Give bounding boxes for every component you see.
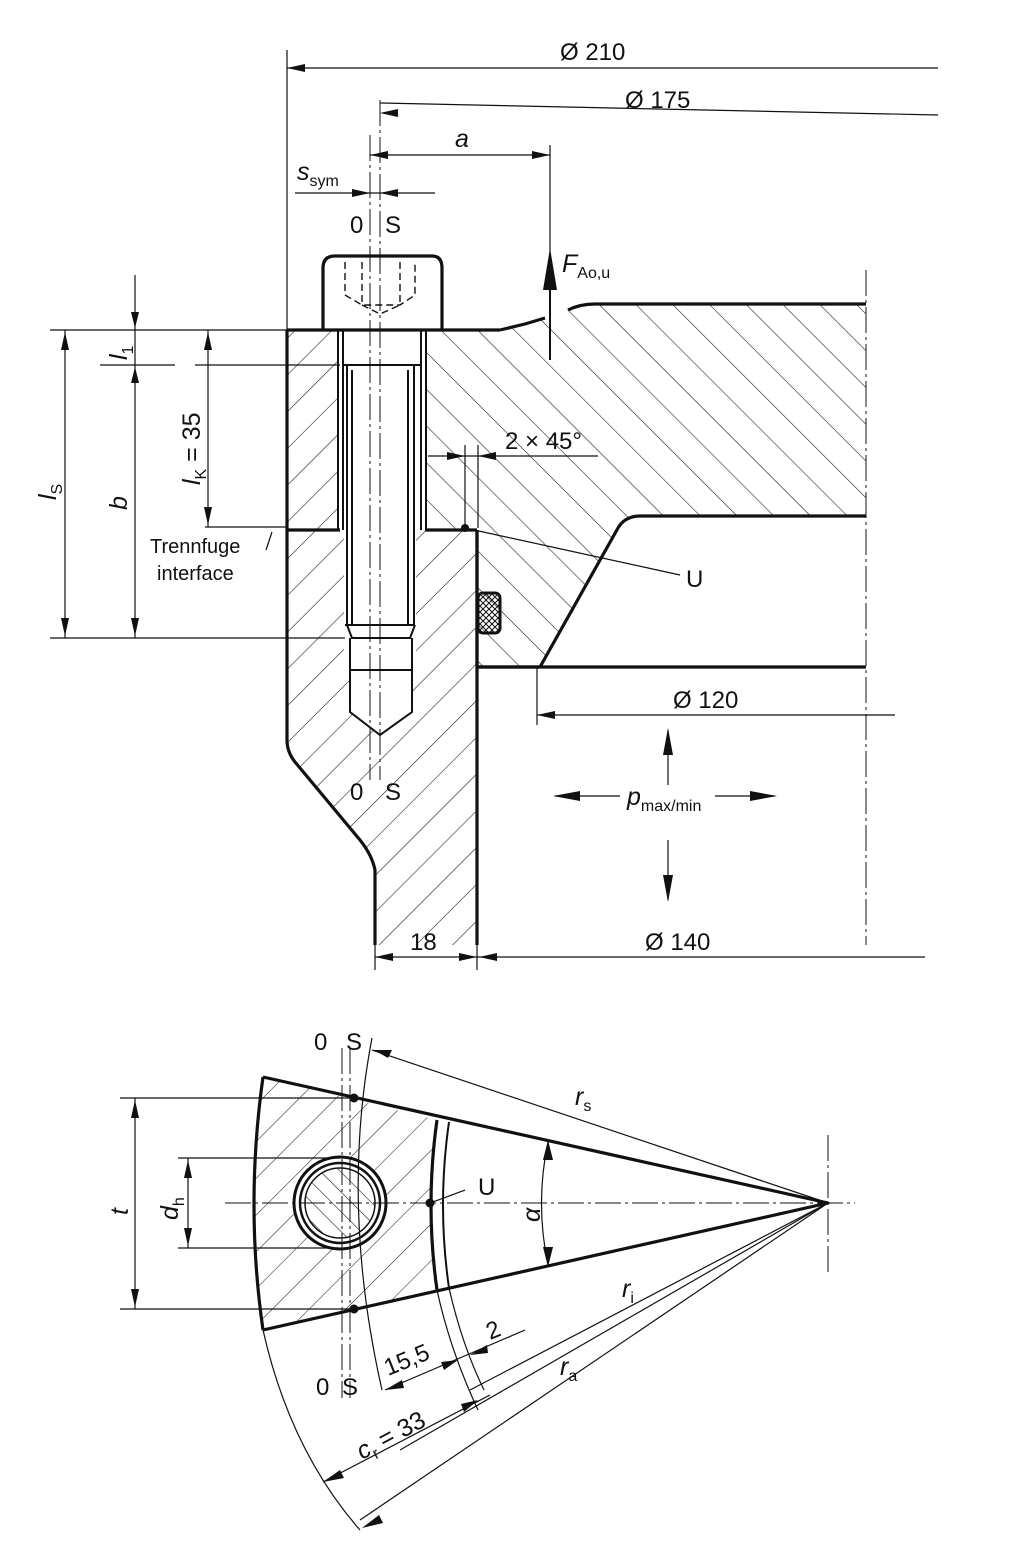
top-section-view [50, 50, 939, 970]
point-u-leader [464, 527, 681, 576]
bolt-circle-arc [357, 1037, 383, 1391]
pressure-label: pmax/min [626, 783, 701, 815]
upper-flange-top [567, 302, 866, 312]
upper-flange-inner-outline [475, 514, 866, 669]
dim-a: a [455, 125, 469, 153]
dim-dia-175: Ø 175 [625, 87, 690, 114]
dim-dia-140: Ø 140 [645, 929, 710, 956]
dim-rs: rs [575, 1083, 591, 1115]
interface-label-de: Trennfuge [150, 536, 240, 558]
sector-labels: 0 S 0 S U t dh α rs ri ra 15,5 2 cr = 33 [106, 1029, 634, 1469]
dim-ssym: ssym [297, 158, 339, 190]
dim-l1: l1 [105, 345, 137, 360]
sector-axis-0-bottom: 0 [316, 1374, 329, 1401]
upper-flange-lip-left [499, 316, 546, 332]
point-u-label: U [686, 566, 703, 593]
dim-b: b [105, 496, 133, 510]
axis-label-0-bottom: 0 [350, 779, 363, 806]
dim-dia-210: Ø 210 [560, 39, 625, 66]
inner-wall-arc-2 [442, 1121, 450, 1289]
dim-dh: dh [156, 1197, 188, 1220]
lower-flange-outline [285, 330, 377, 945]
force-label: FAo,u [562, 250, 610, 282]
sector-axis-s-bottom: S [342, 1374, 358, 1401]
bolt-head [321, 254, 444, 330]
sector-view [120, 1037, 855, 1531]
force-arrow [543, 248, 557, 290]
bolt-socket-hidden [344, 262, 416, 315]
sector-point-u-label: U [478, 1174, 495, 1201]
dim-ls: lS [34, 484, 66, 500]
dim-15-5: 15,5 [380, 1339, 433, 1382]
axis-label-s-top: S [385, 212, 401, 239]
dim-chamfer: 2 × 45° [505, 428, 582, 455]
interface-label-en: interface [157, 563, 234, 585]
dim-ra: ra [560, 1353, 577, 1385]
upper-flange-body [425, 304, 866, 667]
axis-label-s-bottom: S [385, 779, 401, 806]
seal-o-ring [476, 591, 502, 635]
dim-wall-18: 18 [410, 929, 437, 956]
dim-cr: cr = 33 [352, 1406, 432, 1469]
sector-outer-arc [252, 1076, 265, 1331]
dim-dia-120: Ø 120 [673, 687, 738, 714]
sector-axis-s-top: S [346, 1029, 362, 1056]
dim-t: t [106, 1207, 134, 1215]
bolt-tip-area [350, 670, 412, 735]
top-labels: Ø 210 Ø 175 a ssym 0 S FAo,u 2 × 45° U T… [34, 39, 738, 956]
dim-alpha: α [518, 1207, 546, 1222]
dim-2: 2 [482, 1316, 505, 1346]
dim-lk: lK = 35 [178, 412, 210, 485]
dim-ri: ri [622, 1275, 634, 1307]
axis-label-0-top: 0 [350, 212, 363, 239]
sector-axis-0-top: 0 [314, 1029, 327, 1056]
